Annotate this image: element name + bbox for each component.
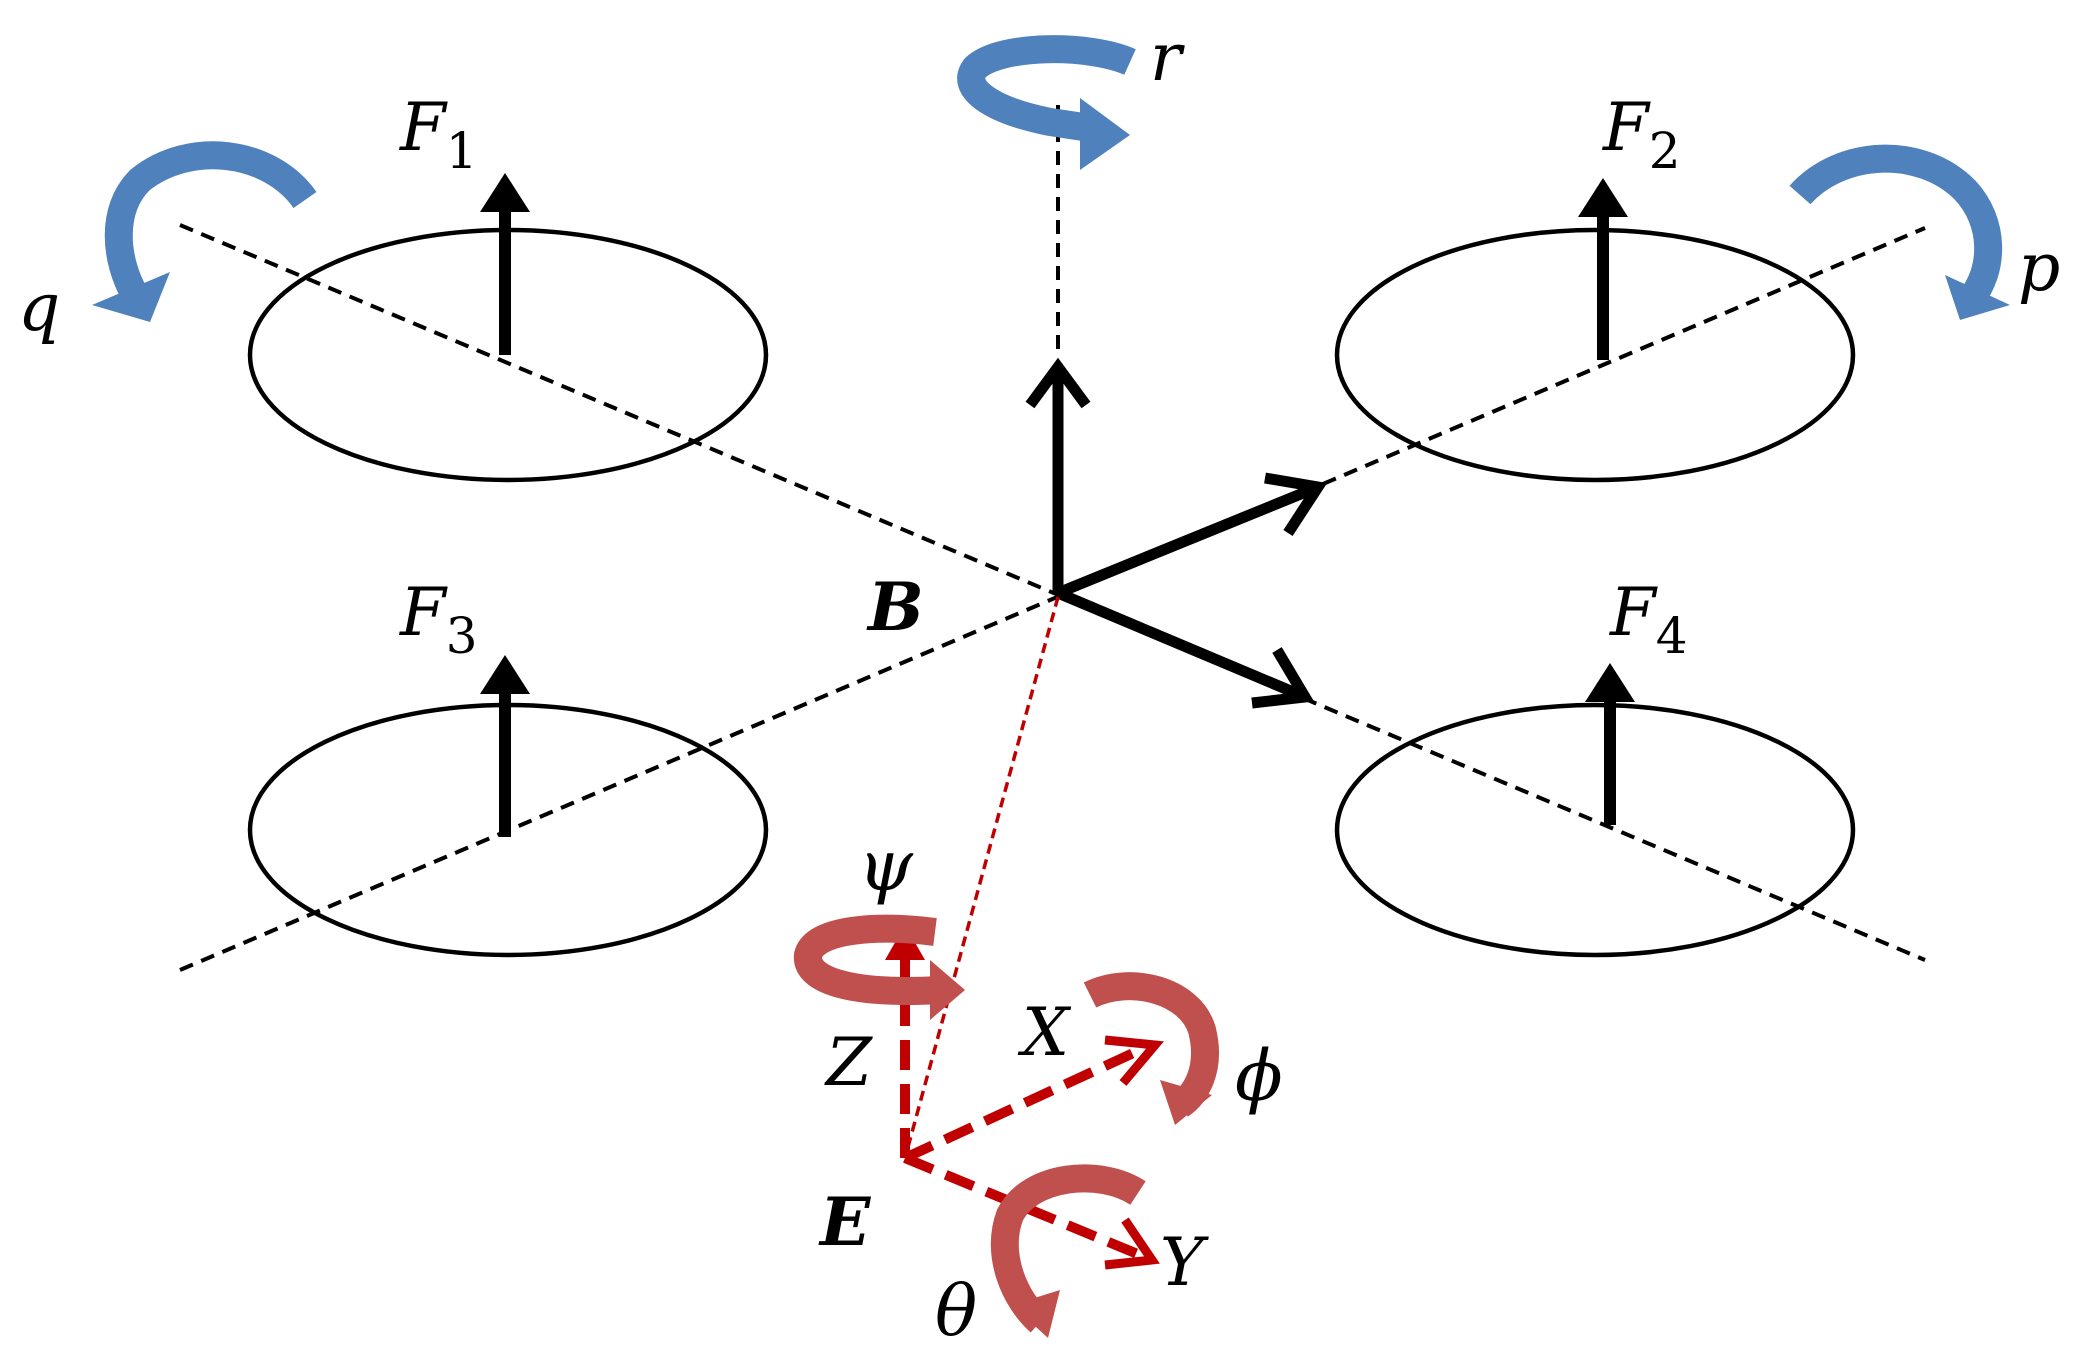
body-axis-x [1055, 472, 1328, 599]
label-q: q [18, 269, 60, 346]
thrust-arrow-3 [480, 655, 530, 837]
label-Z: Z [824, 1024, 873, 1101]
rotation-arrow-q [92, 141, 317, 322]
rotation-arrow-r [957, 35, 1136, 170]
label-F3: F3 [399, 574, 478, 665]
arm-line-3-2 [179, 226, 1926, 972]
label-F1: F1 [399, 89, 478, 180]
label-phi: ϕ [1235, 1035, 1283, 1117]
thrust-arrow-1 [480, 173, 530, 355]
rotor-2 [1334, 227, 1856, 483]
label-p: p [2018, 229, 2060, 306]
label-X: X [1017, 994, 1072, 1071]
thrust-arrow-4 [1585, 663, 1635, 825]
label-B: B [866, 568, 924, 646]
body-axis-y [1055, 587, 1315, 709]
thrust-arrow-2 [1578, 178, 1628, 360]
rotation-arrow-phi [1083, 972, 1219, 1125]
label-E: E [818, 1183, 872, 1261]
rotor-4 [1334, 702, 1856, 958]
label-psi: ψ [858, 825, 914, 907]
position-vector-line [903, 596, 1060, 1159]
earth-axis-z [885, 925, 925, 1158]
label-F2: F2 [1602, 89, 1681, 180]
rotation-arrow-p [1789, 144, 2010, 320]
earth-axis-y [903, 1153, 1160, 1270]
rotation-arrow-psi [793, 914, 965, 1020]
rotation-arrow-theta [990, 1164, 1146, 1338]
earth-axis-x [902, 1035, 1164, 1163]
label-Y: Y [1160, 1224, 1209, 1301]
label-theta: θ [935, 1270, 977, 1352]
body-axis-z [1025, 357, 1091, 593]
label-r: r [1150, 19, 1185, 96]
label-F4: F4 [1609, 574, 1688, 665]
